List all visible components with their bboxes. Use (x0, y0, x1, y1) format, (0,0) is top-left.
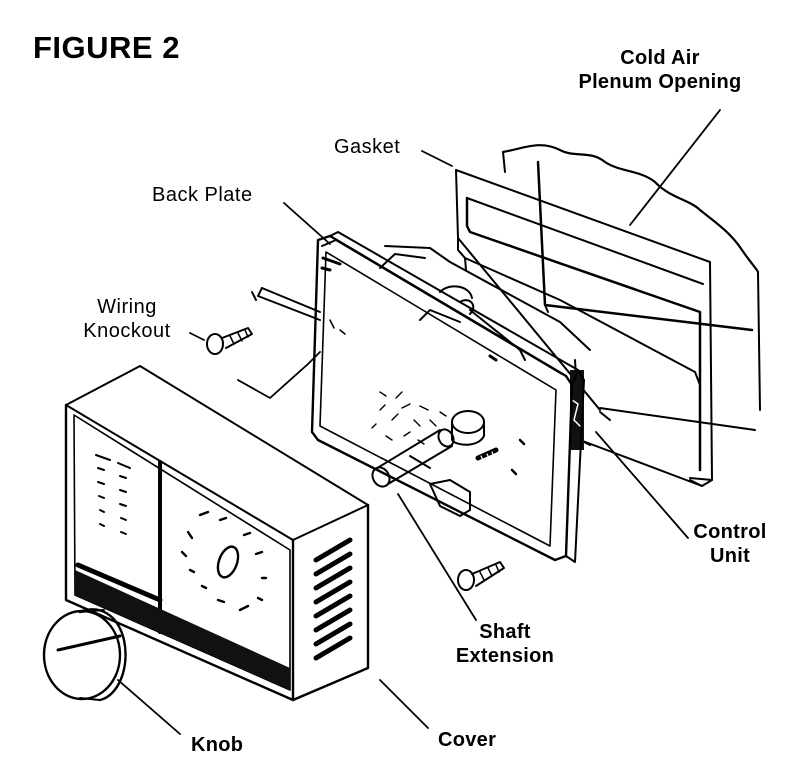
label-wiring-line2: Knockout (83, 320, 171, 342)
label-wiring-line1: Wiring (97, 296, 157, 318)
label-shaft-extension: Shaft Extension (450, 620, 560, 668)
label-cold-air-line1: Cold Air (620, 47, 700, 69)
label-cover: Cover (438, 729, 497, 751)
label-wiring-knockout: Wiring Knockout (68, 295, 186, 343)
label-shaft-line1: Shaft (479, 621, 531, 643)
small-screw (475, 447, 499, 463)
label-shaft-line2: Extension (455, 645, 555, 667)
label-control-unit: Control Unit (680, 520, 780, 568)
back-plate (310, 231, 585, 563)
mounting-screw-left (206, 327, 253, 355)
label-cold-air-plenum-opening: Cold Air Plenum Opening (565, 46, 755, 94)
label-knob: Knob (191, 734, 244, 756)
control-unit (379, 245, 591, 450)
mounting-screw-lower (457, 561, 505, 591)
label-control-line1: Control (693, 521, 767, 543)
label-cold-air-line2: Plenum Opening (578, 71, 742, 93)
shaft-extension (371, 428, 455, 488)
figure-title: FIGURE 2 (33, 30, 180, 65)
gasket (455, 169, 713, 487)
label-control-line2: Unit (709, 545, 751, 567)
label-back-plate: Back Plate (152, 184, 253, 206)
plenum-opening (501, 144, 761, 431)
label-gasket: Gasket (334, 136, 401, 158)
wires (251, 287, 321, 321)
leader-lines (117, 109, 721, 735)
cover (64, 365, 370, 702)
knob (42, 608, 127, 702)
